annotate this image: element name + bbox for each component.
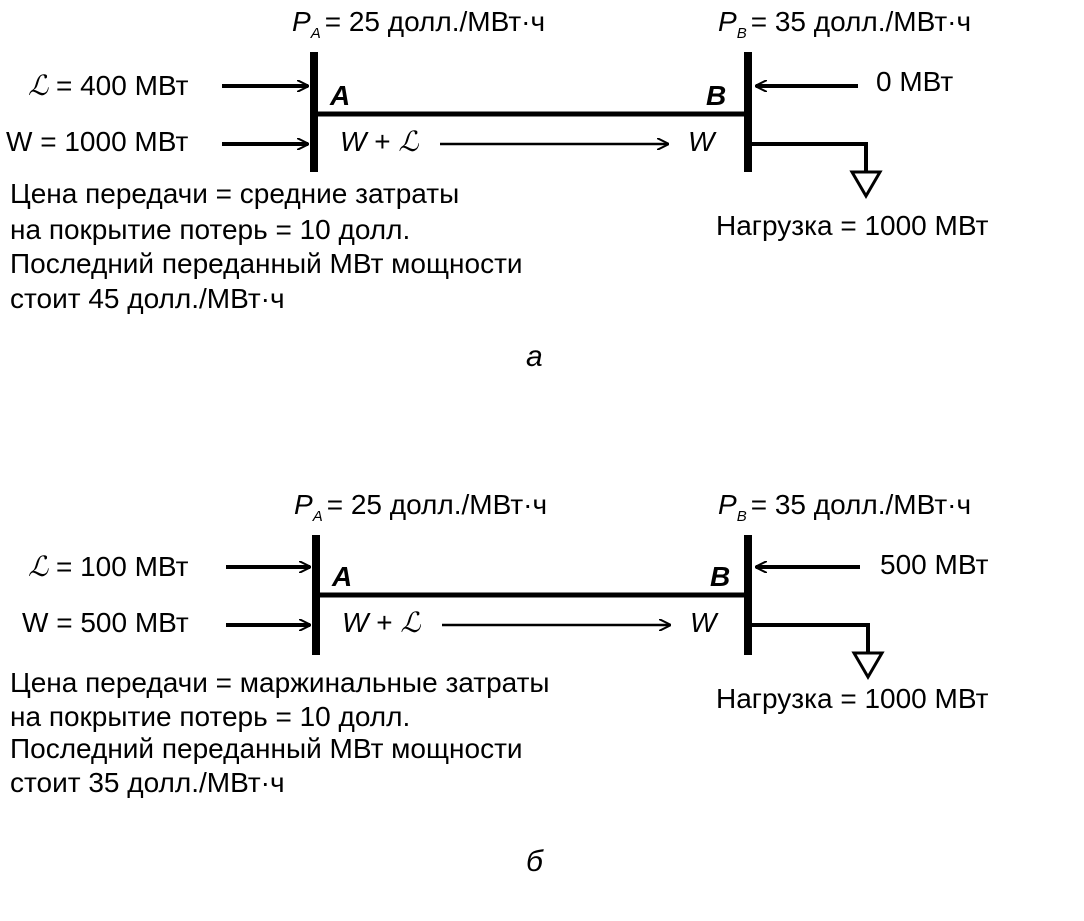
diagram-panel-a: PA= 25 долл./МВт·ч PB= 35 долл./МВт·ч ℒ … bbox=[0, 0, 1084, 440]
price-a-label: PA= 25 долл./МВт·ч bbox=[292, 6, 546, 42]
panel-caption: а bbox=[526, 340, 543, 373]
flow-end-label: W bbox=[688, 126, 715, 157]
note-line: Цена передачи = маржинальные затраты bbox=[10, 667, 550, 698]
bus-a-label: A bbox=[330, 80, 351, 111]
load-connector bbox=[752, 142, 868, 172]
price-a-label: PA= 25 долл./МВт·ч bbox=[294, 489, 548, 525]
note-line: Цена передачи = средние затраты bbox=[10, 178, 460, 209]
price-b-label: PB= 35 долл./МВт·ч bbox=[718, 489, 972, 525]
network-diagram-a bbox=[222, 52, 883, 199]
price-b-label: PB= 35 долл./МВт·ч bbox=[718, 6, 972, 42]
note-line: на покрытие потерь = 10 долл. bbox=[10, 214, 411, 245]
flow-label: W + ℒ bbox=[340, 125, 419, 158]
w-input-label: W = 1000 МВт bbox=[6, 126, 189, 157]
load-label: Нагрузка = 1000 МВт bbox=[716, 683, 989, 714]
note-line: на покрытие потерь = 10 долл. bbox=[10, 701, 411, 732]
load-triangle bbox=[849, 170, 883, 199]
load-label: Нагрузка = 1000 МВт bbox=[716, 210, 989, 241]
panel-caption: б bbox=[526, 845, 543, 878]
note-line: стоит 35 долл./МВт·ч bbox=[10, 767, 285, 798]
b-input-label: 0 МВт bbox=[876, 66, 954, 97]
note-line: Последний переданный МВт мощности bbox=[10, 248, 523, 279]
network-diagram-b bbox=[226, 535, 885, 680]
loss-input-label: ℒ = 100 МВт bbox=[28, 550, 189, 583]
loss-input-label: ℒ = 400 МВт bbox=[28, 69, 189, 102]
bus-b-label: B bbox=[710, 561, 731, 592]
diagram-panel-b: PA= 25 долл./МВт·ч PB= 35 долл./МВт·ч ℒ … bbox=[0, 481, 1084, 921]
load-triangle bbox=[851, 651, 885, 680]
w-input-label: W = 500 МВт bbox=[22, 607, 189, 638]
note-line: Последний переданный МВт мощности bbox=[10, 733, 523, 764]
load-connector bbox=[752, 623, 870, 653]
bus-a-label: A bbox=[332, 561, 353, 592]
b-input-label: 500 МВт bbox=[880, 549, 989, 580]
note-line: стоит 45 долл./МВт·ч bbox=[10, 283, 285, 314]
flow-end-label: W bbox=[690, 607, 717, 638]
bus-b-label: B bbox=[706, 80, 727, 111]
flow-label: W + ℒ bbox=[342, 606, 421, 639]
